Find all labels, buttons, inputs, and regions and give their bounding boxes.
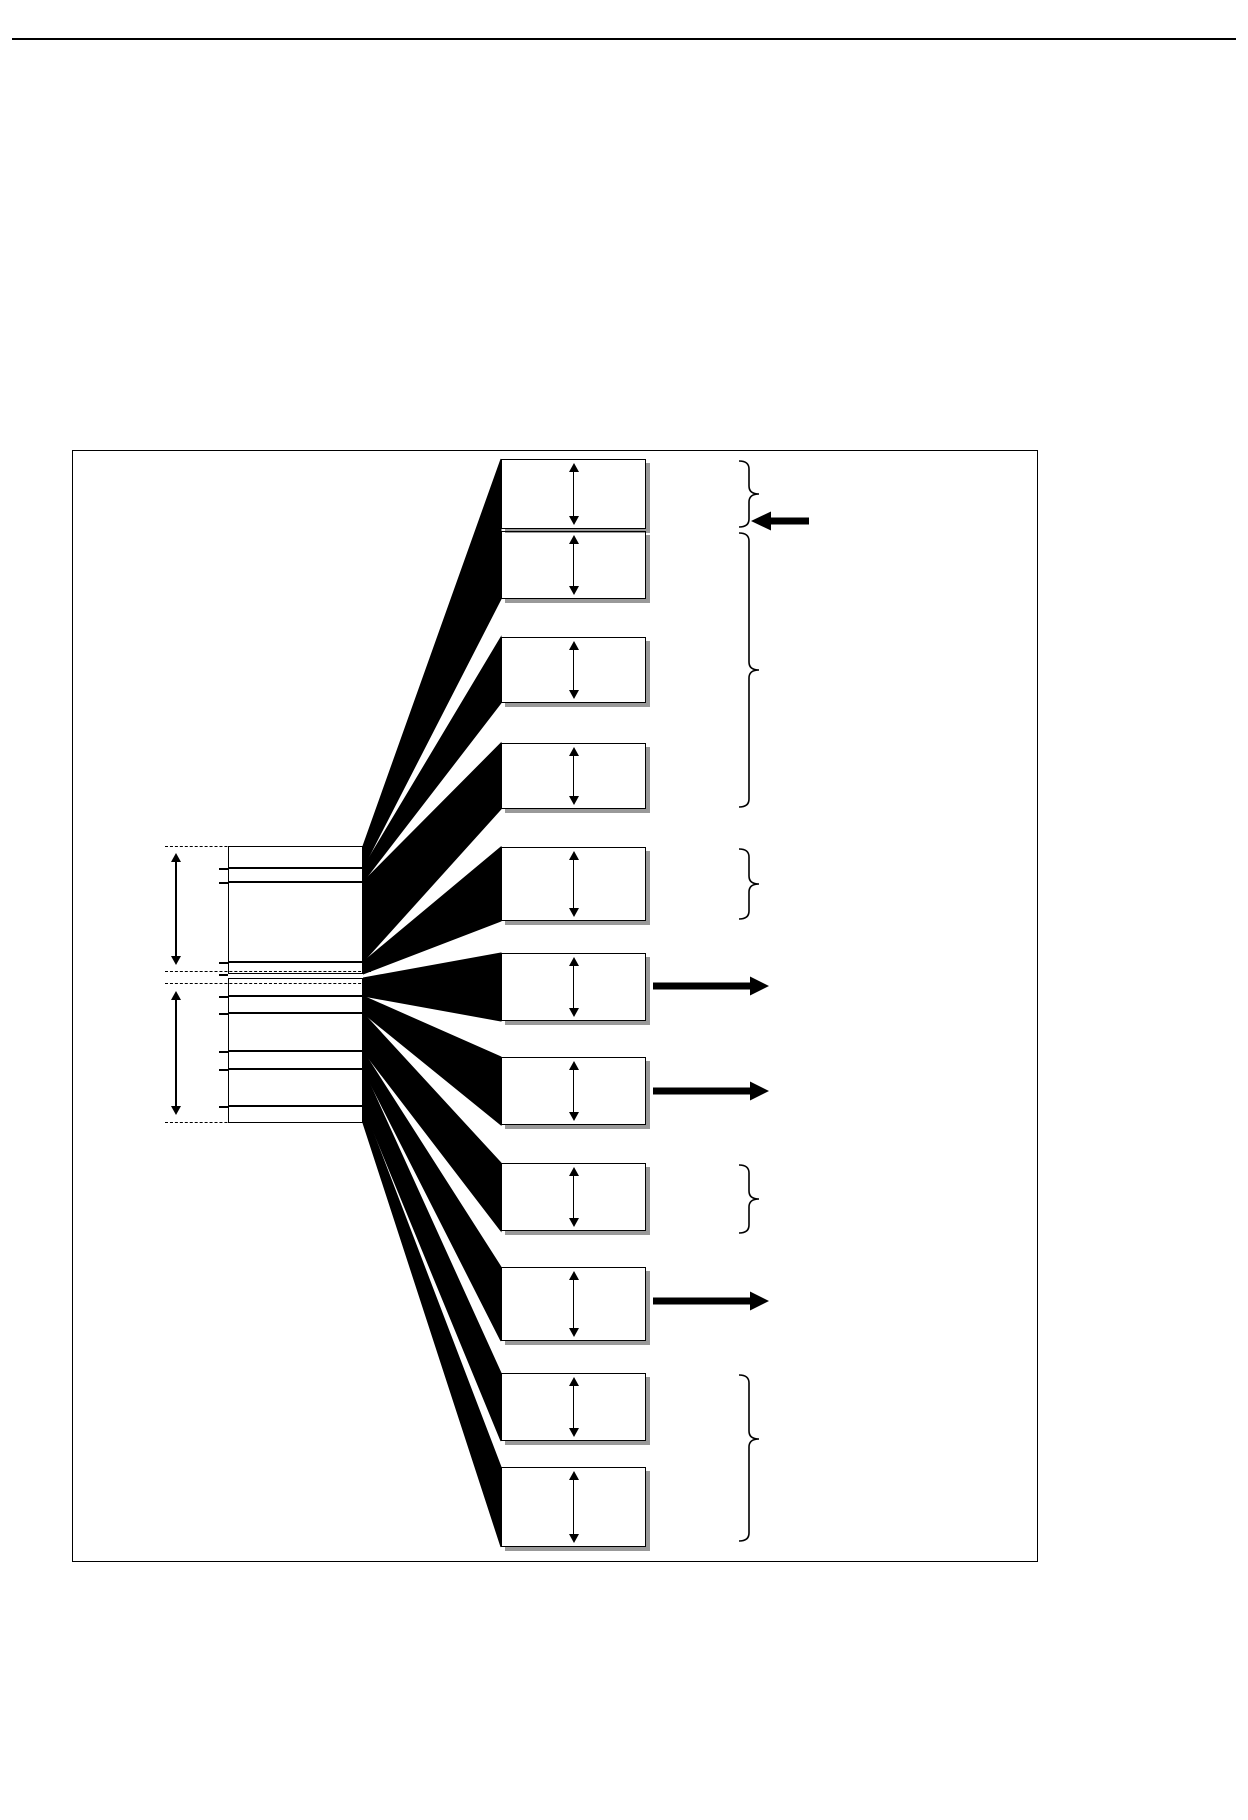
fan-reserved-a	[362, 741, 502, 964]
memory-box-edata	[501, 1467, 646, 1547]
expand-arrow-icon	[568, 1471, 579, 1543]
expand-arrow-icon	[568, 1377, 579, 1437]
expand-arrow-icon	[568, 747, 579, 805]
memory-box-system	[501, 637, 646, 703]
dashed-line-7fffff	[165, 983, 371, 984]
brace-xdata	[738, 1164, 760, 1234]
bar-seg-system	[228, 868, 363, 882]
bar-tick	[219, 868, 228, 870]
expand-arrow-icon	[568, 463, 579, 525]
memory-box-reserved-a	[501, 743, 646, 809]
bar-seg-ram-code	[228, 962, 363, 974]
dashed-line-800000	[165, 971, 371, 972]
brace-ecode	[738, 532, 760, 808]
memory-box-ext-ram	[501, 953, 646, 1021]
expand-arrow-icon	[568, 1061, 579, 1121]
bar-seg-sfr	[228, 996, 363, 1013]
fan-ram-code	[362, 845, 502, 975]
memory-box-reserved-c	[501, 1373, 646, 1441]
memory-box-code	[501, 459, 646, 529]
expand-arrow-icon	[568, 1167, 579, 1227]
bar-seg-reserved-a	[228, 882, 363, 962]
chapter-heading	[14, 56, 96, 116]
program-space-range-arrow-icon	[171, 853, 181, 965]
bar-gap	[228, 974, 363, 978]
memory-bar	[219, 846, 363, 1123]
brace-edata	[738, 1374, 760, 1542]
bar-seg-reserved-c	[228, 1069, 363, 1106]
xram-arrow	[653, 1291, 769, 1311]
fan-edata	[362, 1105, 502, 1548]
bar-tick	[219, 1051, 228, 1053]
memory-box-ecode	[501, 531, 646, 599]
memory-box-sfr	[501, 1057, 646, 1125]
reset-entry-arrow	[751, 511, 809, 531]
expand-arrow-icon	[568, 641, 579, 699]
fan-sfr	[362, 995, 502, 1127]
fan-xdata	[362, 1049, 502, 1342]
fan-reserved-c	[362, 1068, 502, 1442]
bar-seg-ext-ram	[228, 978, 363, 996]
memory-box-reserved-b	[501, 1163, 646, 1231]
memory-box-ram-code	[501, 847, 646, 921]
fan-code	[362, 458, 502, 869]
bar-tick	[219, 974, 228, 976]
bar-tick	[219, 882, 228, 884]
expand-arrow-icon	[568, 1271, 579, 1337]
bar-tick	[219, 1106, 228, 1108]
bar-seg-edata	[228, 1106, 363, 1123]
bar-tick	[219, 1013, 228, 1015]
memory-map-diagram	[72, 450, 1038, 1562]
expand-arrow-icon	[568, 535, 579, 595]
fan-reserved-b	[362, 1011, 502, 1233]
diagram-graphics	[362, 458, 809, 1548]
bar-seg-reserved-b	[228, 1013, 363, 1051]
eaxfr-arrow	[653, 1081, 769, 1101]
bar-tick	[219, 1069, 228, 1071]
bar-seg-xdata	[228, 1051, 363, 1069]
bar-tick	[219, 962, 228, 964]
extram-arrow	[653, 976, 769, 996]
bar-seg-code	[228, 846, 363, 868]
expand-arrow-icon	[568, 851, 579, 917]
brace-code	[738, 460, 760, 528]
fan-ext-ram	[362, 952, 502, 1022]
brace-ram-code	[738, 848, 760, 920]
memory-box-xdata	[501, 1267, 646, 1341]
fan-system	[362, 635, 502, 884]
data-space-range-arrow-icon	[171, 991, 181, 1115]
expand-arrow-icon	[568, 957, 579, 1017]
page-header	[12, 6, 1236, 40]
bar-tick	[219, 996, 228, 998]
